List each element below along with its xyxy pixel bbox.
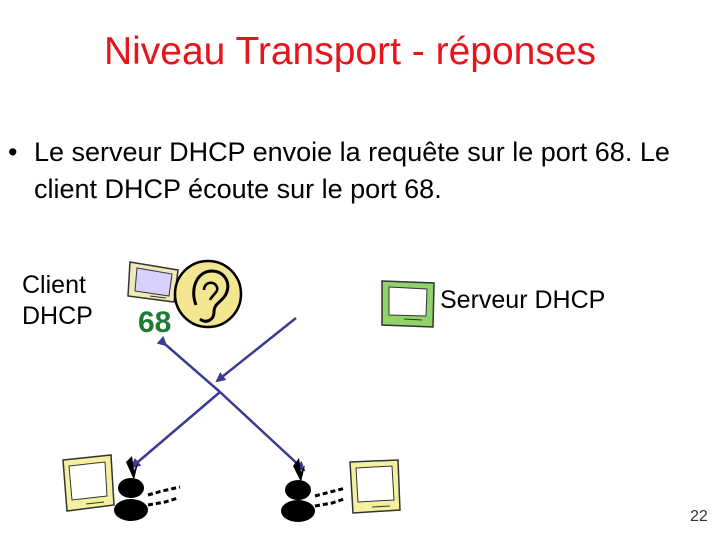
bullet-marker: •: [8, 137, 18, 167]
client-computer-icon: [127, 261, 179, 303]
server-label: Serveur DHCP: [440, 286, 606, 314]
page-number: 22: [690, 508, 708, 525]
arrow-to-bottom-left: [156, 335, 221, 393]
client-label: Client DHCP: [22, 271, 93, 330]
person-icon: [281, 458, 347, 522]
ear-icon: [173, 259, 243, 329]
bullet-text: Le serveur DHCP envoie la requête sur le…: [34, 137, 670, 204]
slide-title: Niveau Transport - réponses: [103, 30, 597, 73]
port-number: 68: [138, 306, 172, 339]
host-computer-icon: [349, 459, 401, 514]
arrow-server-to-client: [215, 317, 297, 383]
arrow-to-bottom-left-lower: [130, 391, 221, 469]
arrow-to-bottom-right: [219, 391, 306, 472]
server-computer-icon: [381, 280, 435, 328]
person-icon: [114, 456, 181, 521]
host-computer-icon: [62, 454, 115, 512]
